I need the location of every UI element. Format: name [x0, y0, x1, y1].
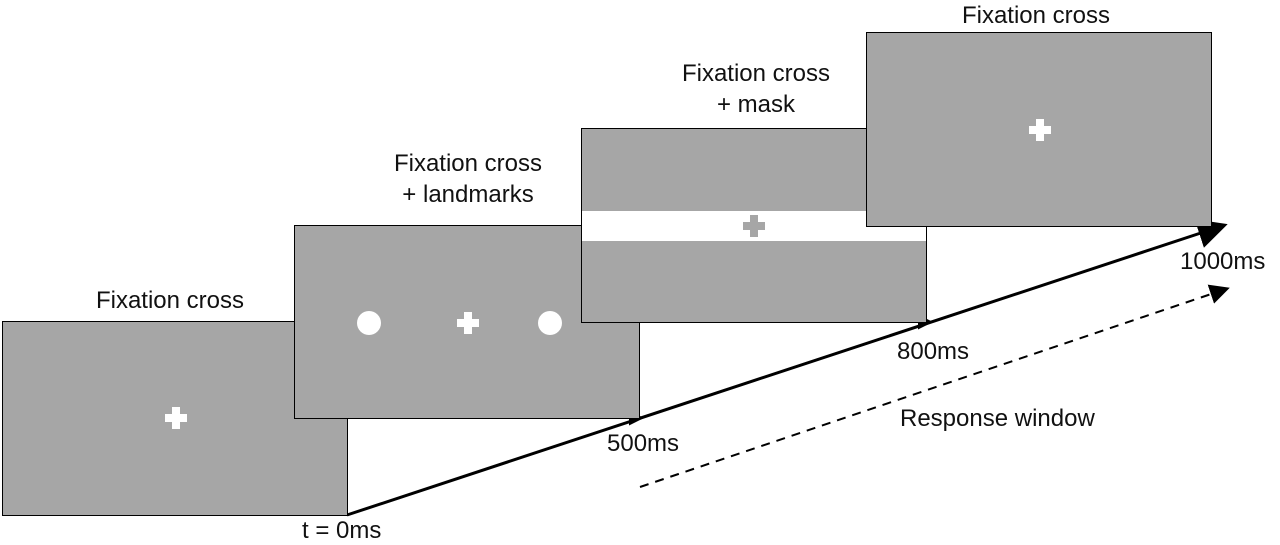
- landmark-left-circle: [357, 311, 381, 335]
- timeline-tick-800ms: 800ms: [897, 338, 970, 365]
- screen-1-title: Fixation cross: [70, 285, 270, 316]
- fixation-cross-icon: [457, 312, 479, 334]
- screen-3-title: Fixation cross + mask: [656, 58, 856, 120]
- landmark-right-circle: [538, 311, 562, 335]
- screen-4-title-line-1: Fixation cross: [961, 2, 1111, 29]
- timeline-tick-500ms: 500ms: [607, 430, 680, 457]
- response-window-label: Response window: [900, 405, 1095, 432]
- screen-fixation-cross-2: [866, 32, 1212, 227]
- response-window-arrow: [639, 284, 1230, 488]
- screen-2-title: Fixation cross + landmarks: [368, 148, 568, 210]
- screen-2-title-line-1: Fixation cross: [393, 150, 543, 177]
- screen-3-title-line-2: + mask: [716, 91, 796, 118]
- timeline-tick-1000ms: 1000ms: [1180, 248, 1266, 275]
- fixation-cross-icon: [165, 407, 187, 429]
- fixation-cross-icon: [743, 215, 765, 237]
- fixation-cross-icon: [1029, 119, 1051, 141]
- screen-fixation-cross-1: [2, 321, 348, 516]
- screen-1-title-line-1: Fixation cross: [95, 287, 245, 314]
- screen-4-title: Fixation cross: [936, 0, 1136, 31]
- timeline-start-label: t = 0ms: [302, 517, 382, 544]
- screen-2-title-line-2: + landmarks: [402, 181, 534, 208]
- timeline-arrow: [346, 219, 1228, 517]
- screen-3-title-line-1: Fixation cross: [681, 60, 831, 87]
